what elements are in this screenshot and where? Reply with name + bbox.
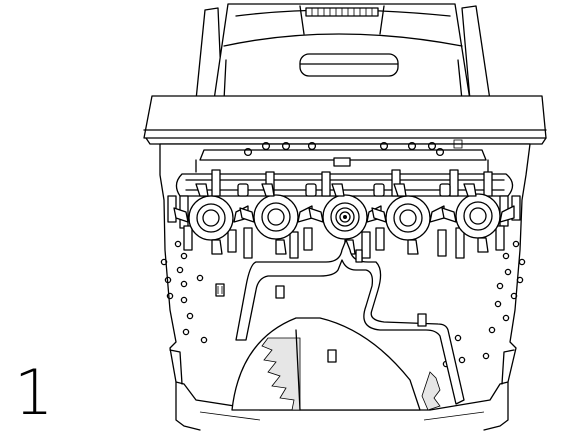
cutter-hub-4: [371, 183, 445, 255]
step-number-label: 1: [14, 356, 54, 429]
hood: [143, 95, 547, 145]
cutter-hub-5: [441, 183, 515, 253]
deck-slots: [215, 249, 427, 363]
cutter-hub-2: [239, 183, 313, 255]
deck-holes: [160, 240, 526, 368]
upper-body: [195, 3, 491, 101]
cutter-hub-3: [308, 183, 382, 255]
top-mount-bar: [195, 139, 489, 173]
drive-band: [175, 173, 514, 197]
blade-disc: [231, 317, 441, 411]
cutting-units: [167, 169, 521, 259]
